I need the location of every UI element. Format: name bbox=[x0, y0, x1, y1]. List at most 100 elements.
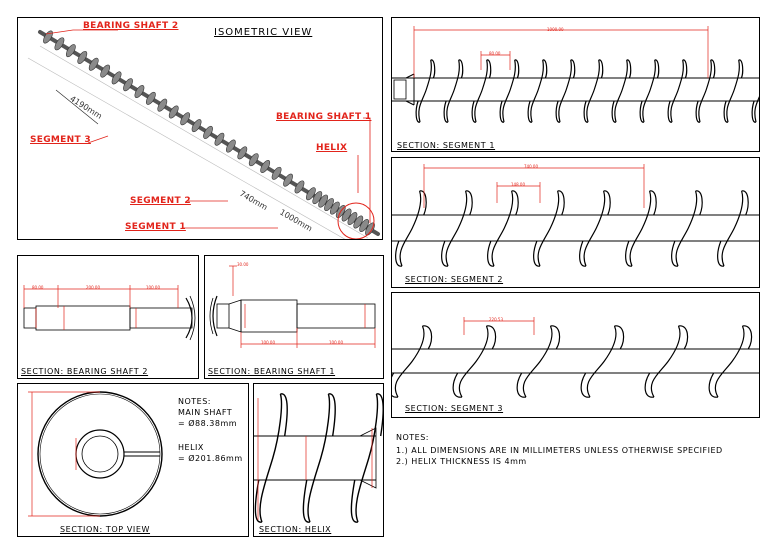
bs2-dim-100: 100.00 bbox=[146, 285, 160, 290]
isometric-drawing bbox=[27, 29, 380, 239]
segment-2-drawing bbox=[392, 164, 759, 267]
general-note-1: 1.) ALL DIMENSIONS ARE IN MILLIMETERS UN… bbox=[396, 446, 723, 455]
helix-flight bbox=[670, 59, 684, 123]
helix-flight-edge bbox=[487, 240, 495, 267]
iso-flight bbox=[214, 132, 225, 146]
helix-flight bbox=[650, 325, 681, 398]
bs2-caption: SECTION: BEARING SHAFT 2 bbox=[21, 367, 149, 376]
helix-flight-edge bbox=[465, 190, 473, 216]
helix-flight-edge bbox=[579, 240, 587, 267]
helix-flight bbox=[714, 325, 745, 398]
label-helix: HELIX bbox=[316, 143, 348, 153]
iso-flight bbox=[324, 198, 334, 212]
helix-flight bbox=[502, 59, 516, 123]
seg1-dim-1000: 1000.00 bbox=[547, 27, 564, 32]
helix-flight bbox=[445, 190, 468, 267]
iso-flight bbox=[77, 50, 88, 64]
section-segment-1-panel: 1000.00 80.00 SECTION: SEGMENT 1 bbox=[391, 17, 760, 152]
helix-flight bbox=[629, 190, 652, 267]
top-view-drawing bbox=[28, 391, 163, 517]
helix-flight-edge bbox=[350, 479, 359, 523]
iso-flight bbox=[260, 160, 271, 173]
iso-flight bbox=[168, 105, 179, 119]
iso-flight bbox=[123, 78, 133, 92]
helix-flight-edge bbox=[550, 325, 561, 350]
iso-flight bbox=[312, 191, 323, 205]
top-view-caption: SECTION: TOP VIEW bbox=[60, 525, 151, 534]
segment-3-helix bbox=[392, 325, 753, 398]
iso-flight bbox=[134, 85, 145, 98]
helix-flight-edge bbox=[671, 240, 679, 267]
iso-flight bbox=[65, 44, 76, 58]
iso-flight bbox=[191, 119, 202, 133]
helix-flight-edge bbox=[667, 100, 673, 123]
label-bearing-shaft-2: BEARING SHAFT 2 bbox=[83, 21, 179, 31]
bs1-dim-100b: 100.00 bbox=[329, 340, 343, 345]
iso-flight bbox=[100, 64, 111, 78]
helix-flight bbox=[583, 190, 606, 267]
helix-flight-edge bbox=[603, 190, 611, 216]
iso-flight bbox=[43, 30, 53, 44]
helix-flight bbox=[355, 393, 379, 523]
helix-flight-edge bbox=[742, 325, 753, 350]
helix-flight-edge bbox=[555, 100, 561, 123]
section-helix-panel: SECTION: HELIX bbox=[253, 383, 384, 537]
iso-flight bbox=[237, 146, 248, 160]
helix-flight-edge bbox=[392, 372, 399, 398]
helix-flight-edge bbox=[395, 240, 403, 267]
helix-flight bbox=[726, 59, 740, 123]
helix-flight-edge bbox=[511, 190, 519, 216]
helix-flight bbox=[642, 59, 656, 123]
seg1-caption: SECTION: SEGMENT 1 bbox=[397, 141, 496, 150]
helix-flight bbox=[698, 59, 712, 123]
iso-flight bbox=[248, 153, 259, 167]
helix-flight-edge bbox=[458, 59, 464, 79]
segment-1-drawing bbox=[392, 26, 759, 123]
iso-flight bbox=[341, 208, 352, 222]
helix-label: HELIX bbox=[178, 443, 204, 452]
helix-flight-edge bbox=[695, 100, 701, 123]
iso-flight bbox=[294, 180, 305, 194]
seg1-dim-80: 80.00 bbox=[489, 51, 501, 56]
helix-flight bbox=[754, 96, 759, 123]
section-segment-2-panel: 740.00 148.00 SECTION: SEGMENT 2 bbox=[391, 157, 760, 288]
helix-flight-edge bbox=[514, 59, 520, 79]
helix-flight bbox=[458, 325, 489, 398]
helix-flight bbox=[394, 325, 425, 398]
iso-flight bbox=[203, 125, 213, 139]
helix-flight-edge bbox=[695, 190, 703, 216]
helix-flight bbox=[675, 190, 698, 267]
helix-flight-edge bbox=[328, 393, 336, 437]
helix-flight-edge bbox=[583, 100, 589, 123]
helix-flight-edge bbox=[580, 372, 591, 398]
seg2-caption: SECTION: SEGMENT 2 bbox=[405, 275, 504, 284]
helix-flight-edge bbox=[422, 325, 433, 350]
helix-flight-edge bbox=[486, 325, 497, 350]
bearing-shaft-2-drawing bbox=[23, 285, 196, 341]
iso-flight bbox=[157, 98, 168, 112]
helix-flight bbox=[558, 59, 572, 123]
helix-flight bbox=[586, 59, 600, 123]
helix-flight-edge bbox=[626, 59, 632, 79]
helix-flight bbox=[259, 393, 283, 523]
helix-flight-edge bbox=[419, 190, 427, 216]
helix-flight bbox=[474, 59, 488, 123]
helix-flight bbox=[586, 325, 617, 398]
bs1-dim-100a: 100.00 bbox=[261, 340, 275, 345]
iso-flight bbox=[145, 91, 156, 105]
helix-caption: SECTION: HELIX bbox=[259, 525, 332, 534]
helix-flight bbox=[721, 190, 744, 267]
seg3-dim-220: 220.53 bbox=[489, 317, 503, 322]
helix-flight-edge bbox=[443, 100, 449, 123]
segment-3-drawing bbox=[392, 317, 759, 398]
label-segment-3: SEGMENT 3 bbox=[30, 135, 91, 145]
helix-flight-edge bbox=[280, 393, 288, 437]
helix-detail-circle bbox=[337, 202, 375, 239]
isometric-view-panel: ISOMETRIC VIEW BEARING SHAFT 2 BEARING S… bbox=[17, 17, 383, 240]
bs2-dim-200: 200.00 bbox=[86, 285, 100, 290]
helix-flight-edge bbox=[723, 100, 729, 123]
helix-flight-edge bbox=[639, 100, 645, 123]
helix-flight-edge bbox=[557, 190, 565, 216]
helix-section-flights bbox=[254, 393, 383, 523]
helix-flight-edge bbox=[649, 190, 657, 216]
